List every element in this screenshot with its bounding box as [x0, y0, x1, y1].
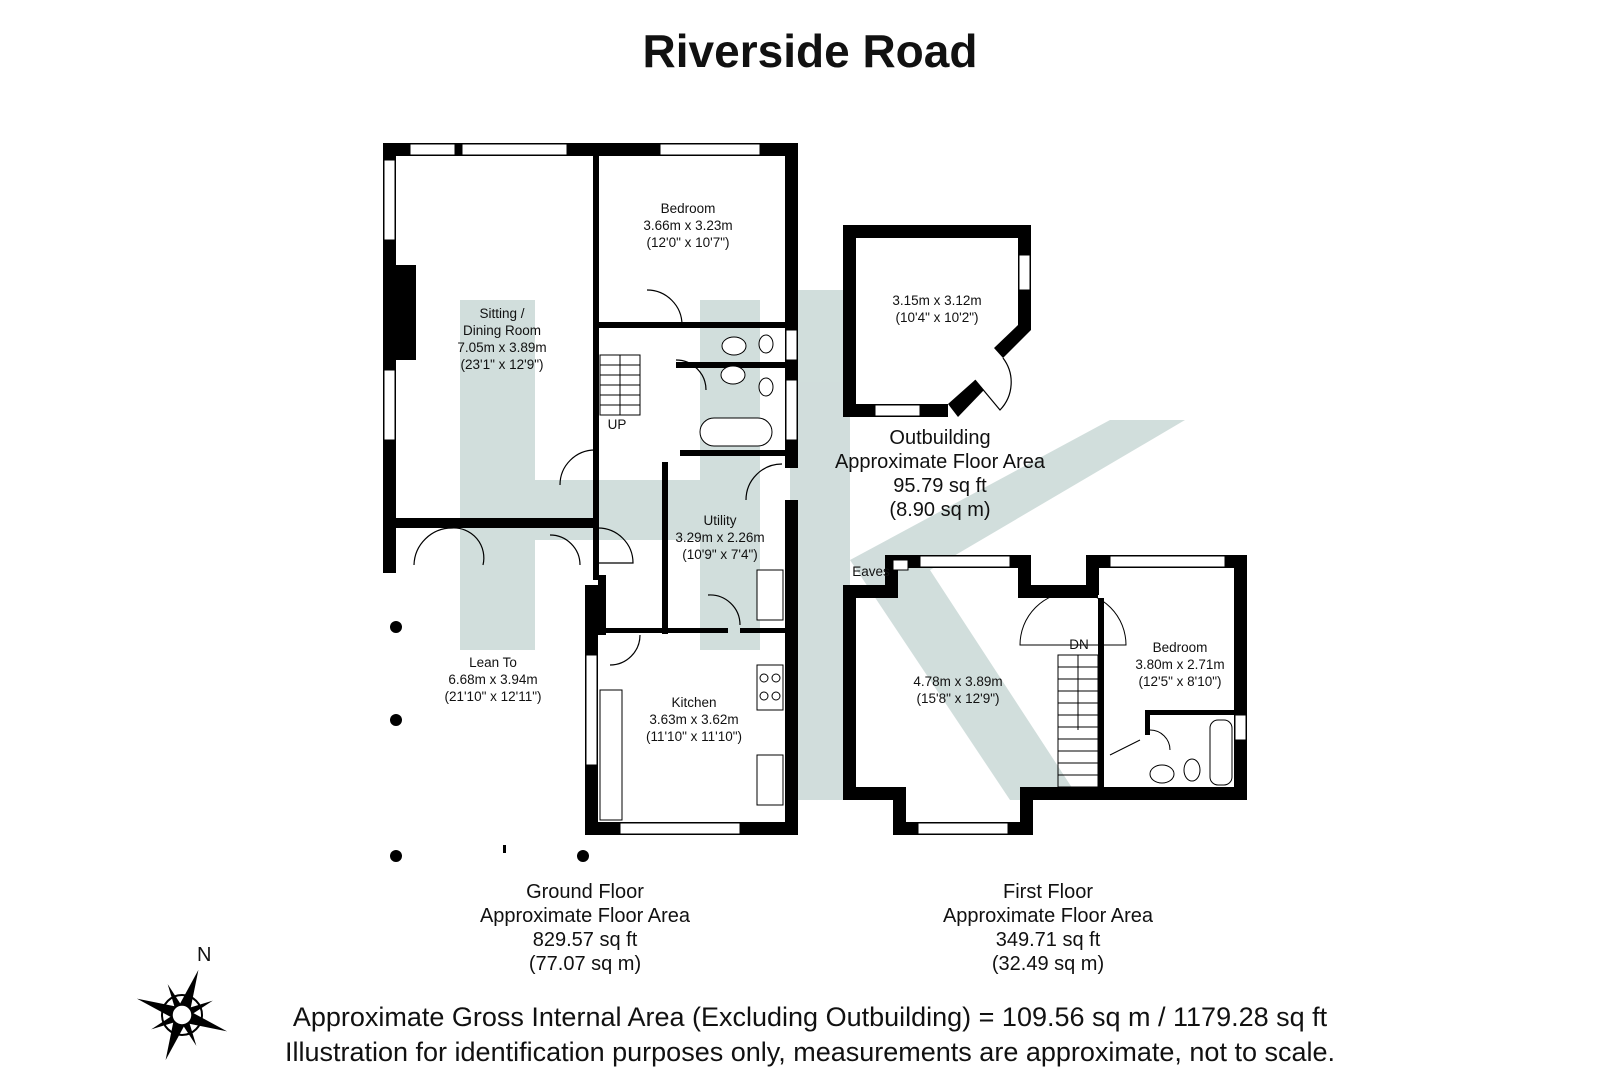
gross-area-line: Approximate Gross Internal Area (Excludi…: [292, 1002, 1328, 1032]
first-bathroom-fittings: [1109, 719, 1233, 786]
outbuilding-area-sqm: (8.90 sq m): [889, 499, 991, 521]
first-floor-windows: [892, 555, 1247, 835]
sitting-name1: Sitting /: [479, 306, 524, 321]
eaves-label: Eaves: [852, 564, 890, 579]
ground-windows: [383, 143, 798, 835]
compass-icon: [136, 969, 228, 1061]
ground-bedroom-name: Bedroom: [661, 201, 716, 216]
kitchen-metric: 3.63m x 3.62m: [649, 712, 738, 727]
first-area-line2: Approximate Floor Area: [942, 905, 1154, 927]
ground-area-sqft: 829.57 sq ft: [532, 929, 638, 951]
disclaimer-line: Illustration for identification purposes…: [284, 1037, 1336, 1067]
ground-doors: [413, 289, 783, 666]
ground-bedroom-metric: 3.66m x 3.23m: [643, 218, 732, 233]
lean-to-imperial: (21'10" x 12'11"): [444, 689, 541, 704]
outbuilding-area-line1: Outbuilding: [889, 427, 991, 449]
utility-name: Utility: [704, 513, 737, 528]
room-labels: Sitting / Dining Room 7.05m x 3.89m (23'…: [444, 201, 1224, 744]
first-room-imperial: (15'8" x 12'9"): [916, 691, 999, 706]
ground-area-line2: Approximate Floor Area: [479, 905, 691, 927]
outbuilding-area-line2: Approximate Floor Area: [834, 451, 1046, 473]
sitting-name2: Dining Room: [463, 323, 541, 338]
outbuilding-metric: 3.15m x 3.12m: [892, 293, 981, 308]
outbuilding-windows: [874, 254, 1031, 417]
first-area-sqft: 349.71 sq ft: [995, 929, 1101, 951]
outbuilding-imperial: (10'4" x 10'2"): [895, 310, 978, 325]
outbuilding-plan: [843, 225, 1031, 417]
compass-north-label: N: [197, 944, 212, 966]
sitting-metric: 7.05m x 3.89m: [457, 340, 546, 355]
page-title: Riverside Road: [642, 25, 978, 77]
first-area-sqm: (32.49 sq m): [991, 953, 1105, 975]
first-area-line1: First Floor: [1003, 881, 1093, 903]
kitchen-name: Kitchen: [671, 695, 716, 710]
first-floor-stairs: [1019, 591, 1127, 788]
outbuilding-area-sqft: 95.79 sq ft: [893, 475, 987, 497]
kitchen-units: [599, 569, 784, 821]
utility-imperial: (10'9" x 7'4"): [682, 547, 758, 562]
ground-area-sqm: (77.07 sq m): [528, 953, 642, 975]
utility-metric: 3.29m x 2.26m: [675, 530, 764, 545]
up-label: UP: [608, 417, 627, 432]
first-bedroom-name: Bedroom: [1153, 640, 1208, 655]
ground-stairs: [599, 354, 641, 416]
kitchen-imperial: (11'10" x 11'10"): [646, 729, 742, 744]
outbuilding-door: [974, 357, 1012, 411]
first-bedroom-imperial: (12'5" x 8'10"): [1138, 674, 1221, 689]
outbuilding-area: Outbuilding Approximate Floor Area 95.79…: [820, 426, 1060, 522]
lean-to-metric: 6.68m x 3.94m: [448, 672, 537, 687]
bathroom-fittings: [699, 334, 774, 447]
ground-area-line1: Ground Floor: [526, 881, 644, 903]
watermark-logo: [460, 290, 1185, 800]
dn-label: DN: [1069, 637, 1089, 652]
first-bedroom-metric: 3.80m x 2.71m: [1135, 657, 1224, 672]
lean-to-posts: [390, 621, 589, 862]
ground-bedroom-imperial: (12'0" x 10'7"): [646, 235, 729, 250]
first-floor-area: First Floor Approximate Floor Area 349.7…: [928, 880, 1168, 976]
ground-floor-area: Ground Floor Approximate Floor Area 829.…: [465, 880, 705, 976]
sitting-imperial: (23'1" x 12'9"): [460, 357, 543, 372]
lean-to-name: Lean To: [469, 655, 517, 670]
first-room-metric: 4.78m x 3.89m: [913, 674, 1002, 689]
